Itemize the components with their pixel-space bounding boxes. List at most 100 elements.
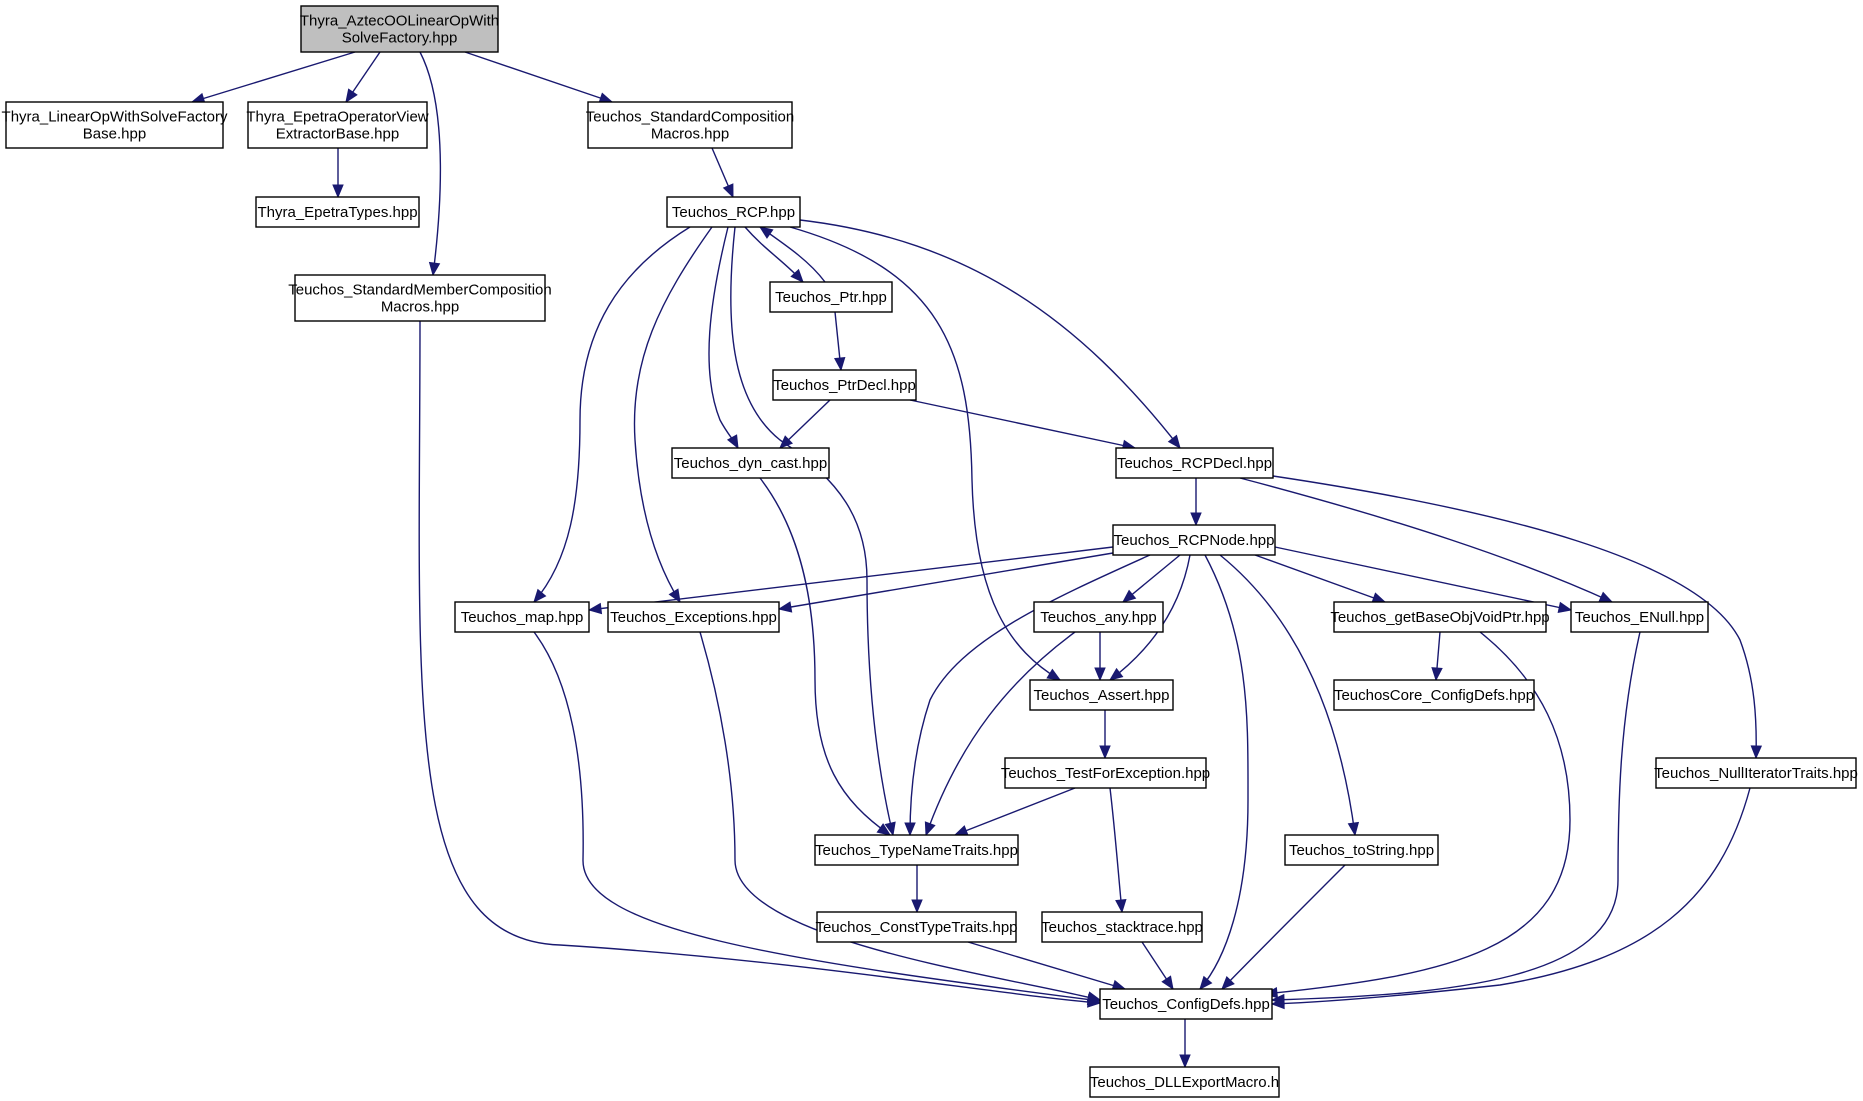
edge-rcpnode-to-enull-line: [1274, 546, 1572, 611]
node-any[interactable]: Teuchos_any.hpp: [1033, 601, 1164, 633]
node-rcpdecl[interactable]: Teuchos_RCPDecl.hpp: [1115, 447, 1274, 479]
edge-exceptions-to-configdefs-line: [699, 631, 1101, 1001]
node-eovx-label-line-0: Thyra_EpetraOperatorView: [246, 109, 428, 126]
edge-rcp-to-typename: [730, 226, 896, 837]
node-rcpnode-box: [1112, 524, 1276, 556]
node-assert-box: [1029, 679, 1174, 711]
node-rcp[interactable]: Teuchos_RCP.hpp: [666, 196, 801, 228]
edge-stdmember-to-configdefs: [418, 320, 1102, 1008]
node-root-label-line-1: SolveFactory.hpp: [342, 30, 458, 47]
node-nulliter[interactable]: Teuchos_NullIteratorTraits.hpp: [1654, 757, 1858, 789]
edge-map-to-configdefs-line: [533, 631, 1101, 1002]
edge-rcp-to-assert: [789, 226, 1062, 681]
node-getbase-box: [1333, 601, 1547, 633]
edge-rcp-to-map-arrowhead: [533, 588, 547, 603]
edges-layer: [190, 51, 1763, 1069]
node-typename[interactable]: Teuchos_TypeNameTraits.hpp: [814, 834, 1019, 866]
node-any-label-line-0: Teuchos_any.hpp: [1040, 609, 1156, 626]
edge-testforexc-to-typename-line: [954, 787, 1076, 836]
edge-rcpdecl-to-nulliter: [1272, 475, 1763, 760]
node-tostring[interactable]: Teuchos_toString.hpp: [1284, 834, 1439, 866]
node-tostring-label-line-0: Teuchos_toString.hpp: [1289, 842, 1434, 859]
node-map-label-line-0: Teuchos_map.hpp: [461, 609, 584, 626]
node-dyncast-box: [671, 447, 830, 479]
node-eovx-box: [247, 101, 428, 149]
node-lowsfb-box: [5, 101, 224, 149]
node-ptr-box: [769, 281, 893, 313]
edge-rcp-to-map: [533, 226, 691, 603]
node-consttype-box: [816, 911, 1017, 943]
node-testforexc[interactable]: Teuchos_TestForException.hpp: [1001, 757, 1210, 789]
edge-exceptions-to-configdefs-arrowhead: [1086, 991, 1102, 1003]
node-tostring-box: [1284, 834, 1439, 866]
node-eovx[interactable]: Thyra_EpetraOperatorViewExtractorBase.hp…: [246, 101, 429, 149]
node-nulliter-box: [1655, 757, 1857, 789]
node-assert[interactable]: Teuchos_Assert.hpp: [1029, 679, 1174, 711]
edge-getbase-to-coreconfig: [1431, 631, 1443, 682]
edge-getbase-to-configdefs-line: [1264, 631, 1571, 995]
edge-rcp-to-typename-line: [730, 226, 894, 836]
edge-ptrdecl-to-dyncast-arrowhead: [779, 435, 793, 449]
node-configdefs[interactable]: Teuchos_ConfigDefs.hpp: [1099, 988, 1273, 1020]
edge-rcpnode-to-exceptions-arrowhead: [777, 601, 793, 613]
node-stdcomp-label-line-0: Teuchos_StandardComposition: [586, 109, 794, 126]
node-stacktrace[interactable]: Teuchos_stacktrace.hpp: [1041, 911, 1203, 943]
edge-root-to-eovx: [345, 51, 381, 104]
edge-rcpdecl-to-nulliter-line: [1272, 475, 1757, 759]
node-ptrdecl[interactable]: Teuchos_PtrDecl.hpp: [772, 369, 917, 401]
edge-stdmember-to-configdefs-line: [418, 320, 1101, 1004]
node-stdmember[interactable]: Teuchos_StandardMemberCompositionMacros.…: [288, 274, 552, 322]
node-dllexport-label-line-0: Teuchos_DLLExportMacro.h: [1090, 1074, 1279, 1091]
node-getbase[interactable]: Teuchos_getBaseObjVoidPtr.hpp: [1330, 601, 1550, 633]
edge-rcp-to-dyncast-arrowhead: [726, 434, 739, 450]
edge-stacktrace-to-configdefs: [1141, 941, 1174, 991]
edge-ptr-to-rcp-arrowhead: [758, 226, 774, 239]
node-consttype[interactable]: Teuchos_ConstTypeTraits.hpp: [815, 911, 1018, 943]
node-enull[interactable]: Teuchos_ENull.hpp: [1570, 601, 1709, 633]
edge-rcp-to-exceptions-line: [633, 226, 713, 603]
node-lowsfb-label-line-0: Thyra_LinearOpWithSolveFactory: [2, 109, 228, 126]
node-stacktrace-label-line-0: Teuchos_stacktrace.hpp: [1041, 919, 1203, 936]
edge-rcpnode-to-exceptions: [777, 552, 1114, 613]
edge-testforexc-to-typename-arrowhead: [953, 825, 969, 836]
node-coreconfig[interactable]: TeuchosCore_ConfigDefs.hpp: [1333, 679, 1535, 711]
edge-rcp-to-ptr-arrowhead: [790, 268, 804, 283]
node-consttype-label-line-0: Teuchos_ConstTypeTraits.hpp: [815, 919, 1017, 936]
edge-consttype-to-configdefs-line: [967, 941, 1126, 990]
node-rcpnode[interactable]: Teuchos_RCPNode.hpp: [1112, 524, 1276, 556]
node-map[interactable]: Teuchos_map.hpp: [454, 601, 590, 633]
edge-testforexc-to-stacktrace-arrowhead: [1115, 899, 1127, 914]
edge-tostring-to-configdefs: [1221, 864, 1346, 990]
node-epetratypes[interactable]: Thyra_EpetraTypes.hpp: [255, 196, 420, 228]
edge-rcpnode-to-tostring-line: [1219, 554, 1356, 836]
edge-rcpnode-to-getbase: [1254, 554, 1387, 604]
edge-rcpdecl-to-enull: [1239, 477, 1614, 603]
edge-rcp-to-ptr: [744, 226, 804, 283]
edge-rcpnode-to-tostring: [1219, 554, 1360, 837]
node-root[interactable]: Thyra_AztecOOLinearOpWithSolveFactory.hp…: [300, 5, 499, 53]
edge-root-to-eovx-arrowhead: [345, 88, 358, 104]
edge-rcpdecl-to-nulliter-arrowhead: [1750, 745, 1763, 760]
node-rcpdecl-label-line-0: Teuchos_RCPDecl.hpp: [1117, 455, 1272, 472]
edge-root-to-stdcomp: [464, 51, 614, 104]
node-dyncast[interactable]: Teuchos_dyn_cast.hpp: [671, 447, 830, 479]
node-testforexc-label-line-0: Teuchos_TestForException.hpp: [1001, 765, 1210, 782]
node-epetratypes-label-line-0: Thyra_EpetraTypes.hpp: [257, 204, 417, 221]
node-stacktrace-box: [1041, 911, 1203, 943]
node-dllexport[interactable]: Teuchos_DLLExportMacro.h: [1089, 1066, 1280, 1098]
edge-rcpnode-to-configdefs: [1199, 554, 1249, 990]
node-eovx-label-line-1: ExtractorBase.hpp: [276, 126, 399, 143]
node-ptr[interactable]: Teuchos_Ptr.hpp: [769, 281, 893, 313]
edge-rcpnode-to-assert-arrowhead: [1108, 667, 1124, 681]
edge-eovx-to-epetratypes-arrowhead: [332, 184, 344, 199]
node-map-box: [454, 601, 590, 633]
node-coreconfig-box: [1333, 679, 1535, 711]
node-exceptions[interactable]: Teuchos_Exceptions.hpp: [607, 601, 780, 633]
edge-rcp-to-dyncast: [708, 226, 739, 450]
node-assert-label-line-0: Teuchos_Assert.hpp: [1034, 687, 1170, 704]
node-coreconfig-label-line-0: TeuchosCore_ConfigDefs.hpp: [1334, 687, 1534, 704]
edge-rcpdecl-to-rcpnode-arrowhead: [1190, 512, 1202, 527]
